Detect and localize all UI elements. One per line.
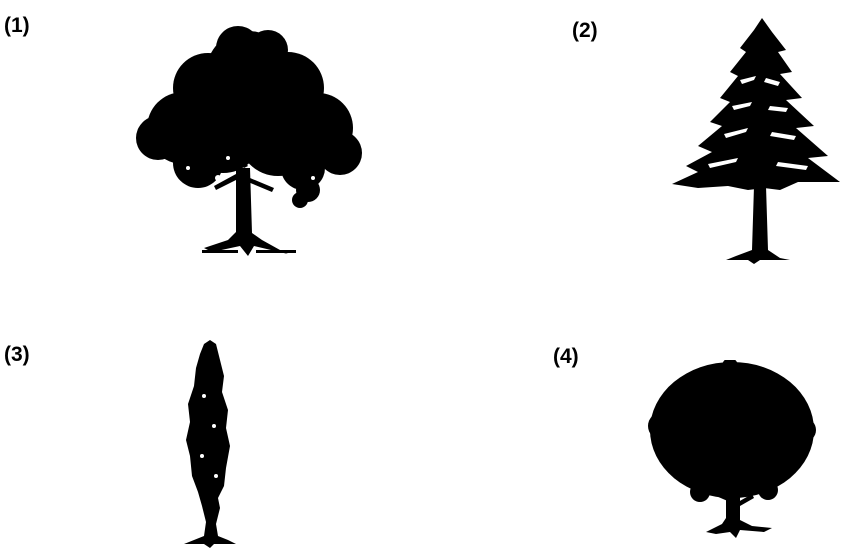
panel-label-1: (1) bbox=[4, 14, 30, 37]
columnar-tree-icon bbox=[178, 336, 240, 548]
broadleaf-tree-icon bbox=[128, 18, 368, 268]
round-tree-icon bbox=[640, 360, 820, 544]
panel-label-4: (4) bbox=[553, 345, 579, 368]
panel-label-3: (3) bbox=[4, 343, 30, 366]
conifer-tree-icon bbox=[668, 14, 841, 266]
panel-label-2: (2) bbox=[572, 19, 598, 42]
